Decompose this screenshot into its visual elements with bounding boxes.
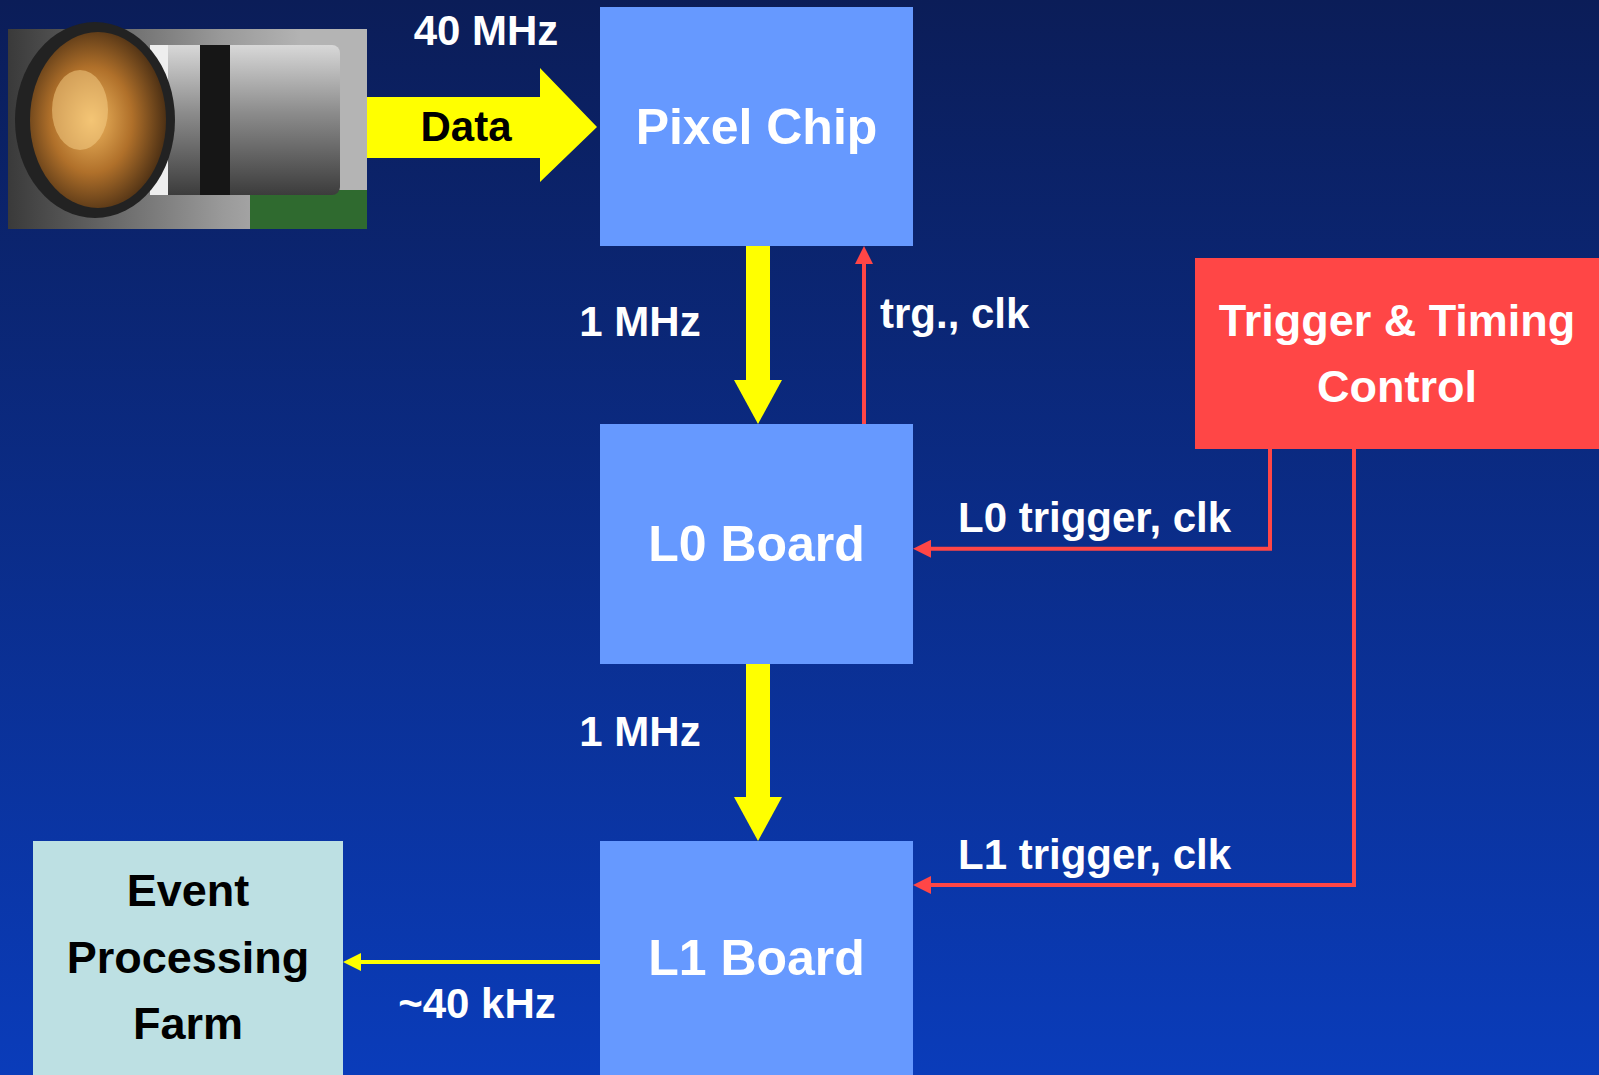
trigger-line [931,449,1270,549]
edge-label: L1 trigger, clk [958,832,1231,878]
process-box: L0 Board [600,424,913,664]
edge-label: 1 MHz [579,709,700,755]
farm-box: Event Processing Farm [33,841,343,1075]
detector-photo [8,22,367,229]
rate-label: 40 MHz [414,8,559,54]
process-box: Pixel Chip [600,7,913,246]
node-label: Pixel Chip [636,97,878,157]
node-label: Trigger & Timing Control [1203,288,1591,419]
data-flow-arrow [746,246,770,380]
node-label: L1 Board [648,928,865,988]
trigger-line [862,264,866,424]
data-arrow [367,68,597,182]
data-flow-line [361,960,600,964]
edge-label: ~40 kHz [398,981,556,1027]
trigger-line [931,449,1354,885]
process-box: L1 Board [600,841,913,1075]
data-flow-arrow [746,664,770,797]
control-box: Trigger & Timing Control [1195,258,1599,449]
edge-label: L0 trigger, clk [958,495,1231,541]
edge-label: 1 MHz [579,299,700,345]
node-label: L0 Board [648,514,865,574]
edge-label: trg., clk [880,291,1029,337]
arrow-label: Data [420,104,511,150]
node-label: Event Processing Farm [41,858,335,1058]
